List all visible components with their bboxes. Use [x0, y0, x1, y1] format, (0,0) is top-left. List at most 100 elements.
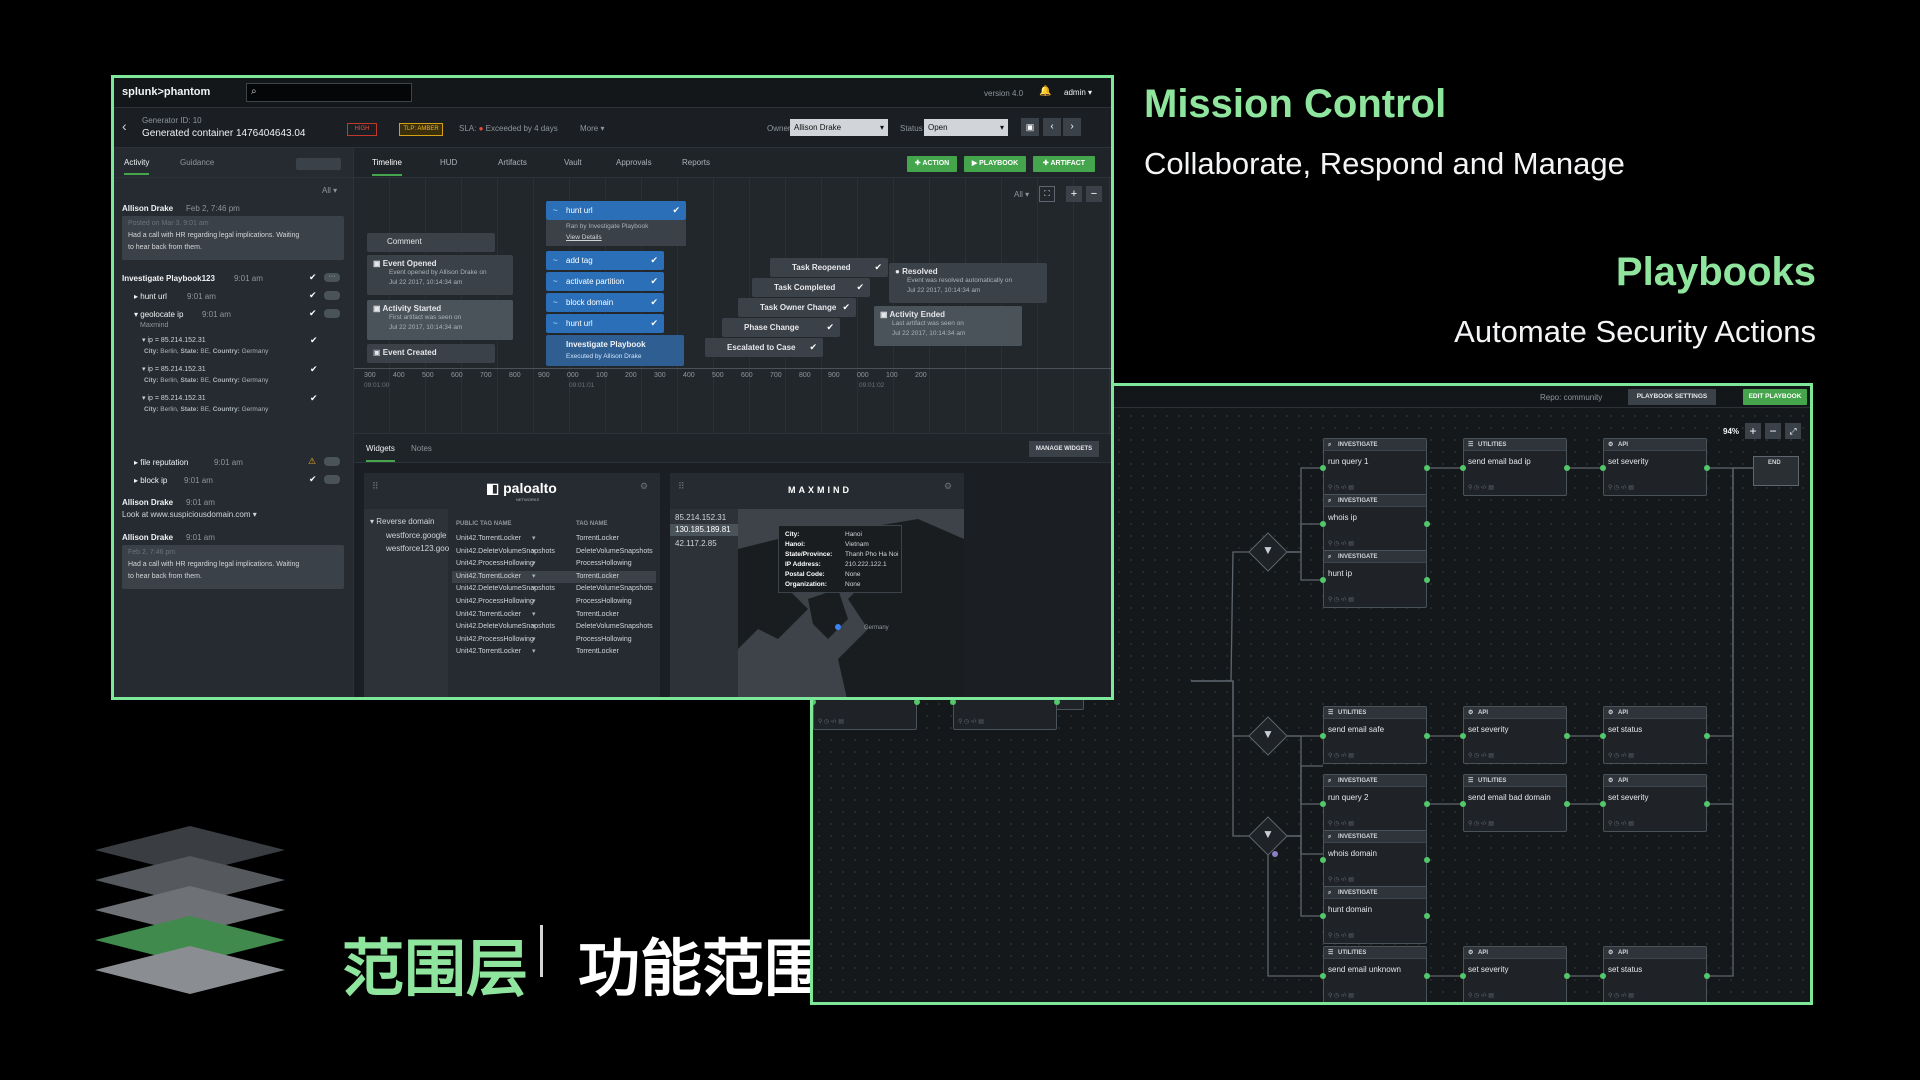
- tab-timeline[interactable]: Timeline: [372, 158, 402, 176]
- table-row[interactable]: Unit42.ProcessHollowing▾ProcessHollowing: [456, 598, 632, 605]
- add-artifact-button[interactable]: ✚ ARTIFACT: [1033, 156, 1095, 172]
- view-toggle[interactable]: [296, 158, 341, 170]
- more-icon[interactable]: [324, 291, 340, 300]
- table-row[interactable]: Unit42.TorrentLocker▾TorrentLocker: [456, 535, 619, 542]
- node-input-port[interactable]: [1320, 973, 1326, 979]
- node-output-port[interactable]: [1704, 733, 1710, 739]
- tab-reports[interactable]: Reports: [682, 158, 711, 167]
- timeline-investigate-playbook[interactable]: Investigate Playbook Executed by Allison…: [546, 335, 684, 366]
- node-output-port[interactable]: [1424, 733, 1430, 739]
- timeline-add-tag[interactable]: add tag✔: [546, 251, 664, 270]
- fullscreen-icon[interactable]: ⤢: [1785, 423, 1801, 439]
- tab-activity[interactable]: Activity: [124, 158, 150, 175]
- status-select[interactable]: Open▾: [924, 119, 1008, 136]
- node-toolbar-icons[interactable]: ⚲ ◷ ‹/› ▤: [958, 719, 984, 725]
- zoom-out-button[interactable]: −: [1765, 423, 1781, 439]
- tab-artifacts[interactable]: Artifacts: [498, 158, 527, 167]
- timeline-activity-ended[interactable]: ▣ Activity Ended Last artifact was seen …: [874, 306, 1022, 346]
- more-icon[interactable]: [324, 457, 340, 466]
- gear-icon[interactable]: ⚙: [640, 481, 649, 491]
- timeline-task-owner-change[interactable]: Task Owner Change✔: [738, 298, 856, 317]
- table-row[interactable]: Unit42.DeleteVolumeSnapshots▾DeleteVolum…: [456, 547, 653, 555]
- back-arrow-icon[interactable]: ‹: [122, 118, 127, 134]
- node-input-port[interactable]: [1600, 465, 1606, 471]
- node-output-port[interactable]: [1564, 973, 1570, 979]
- more-menu[interactable]: More ▾: [580, 124, 605, 133]
- node-input-port[interactable]: [1460, 733, 1466, 739]
- action-hunt-url[interactable]: ▸ hunt url: [134, 292, 167, 301]
- node-output-port[interactable]: [914, 699, 920, 705]
- node-toolbar-icons[interactable]: ⚲ ◷ ‹/› ▤: [1328, 933, 1354, 939]
- owner-select[interactable]: Allison Drake▾: [790, 119, 888, 136]
- node-toolbar-icons[interactable]: ⚲ ◷ ‹/› ▤: [1328, 485, 1354, 491]
- node-input-port[interactable]: [813, 699, 816, 705]
- view-details-link[interactable]: View Details: [566, 234, 602, 241]
- node-toolbar-icons[interactable]: ⚲ ◷ ‹/› ▤: [1608, 993, 1634, 999]
- node-input-port[interactable]: [1320, 577, 1326, 583]
- manage-widgets-button[interactable]: MANAGE WIDGETS: [1029, 441, 1099, 457]
- timeline-activate-partition[interactable]: activate partition✔: [546, 272, 664, 291]
- end-node[interactable]: END: [1753, 456, 1799, 486]
- tab-notes[interactable]: Notes: [411, 444, 432, 453]
- timeline-hunt-url-2[interactable]: hunt url✔: [546, 314, 664, 333]
- node-input-port[interactable]: [1320, 465, 1326, 471]
- drag-handle-icon[interactable]: ⠿: [678, 481, 685, 491]
- table-row[interactable]: Unit42.TorrentLocker▾TorrentLocker: [456, 610, 619, 618]
- tab-approvals[interactable]: Approvals: [616, 158, 652, 167]
- table-row[interactable]: Unit42.TorrentLocker▾TorrentLocker: [452, 570, 656, 583]
- table-row[interactable]: Unit42.ProcessHollowing▾ProcessHollowing: [456, 635, 632, 643]
- bell-icon[interactable]: 🔔: [1039, 86, 1052, 97]
- add-action-button[interactable]: ✚ ACTION: [907, 156, 957, 172]
- prev-arrow-icon[interactable]: ‹: [1043, 118, 1061, 136]
- node-output-port[interactable]: [1704, 801, 1710, 807]
- more-icon[interactable]: ···: [324, 273, 340, 282]
- node-input-port[interactable]: [1600, 733, 1606, 739]
- next-arrow-icon[interactable]: ›: [1063, 118, 1081, 136]
- node-input-port[interactable]: [1320, 857, 1326, 863]
- node-input-port[interactable]: [1320, 913, 1326, 919]
- node-input-port[interactable]: [1320, 733, 1326, 739]
- node-toolbar-icons[interactable]: ⚲ ◷ ‹/› ▤: [1328, 541, 1354, 547]
- fit-icon[interactable]: ⛶: [1039, 186, 1055, 202]
- node-input-port[interactable]: [1600, 801, 1606, 807]
- node-toolbar-icons[interactable]: ⚲ ◷ ‹/› ▤: [1608, 821, 1634, 827]
- tab-vault[interactable]: Vault: [564, 158, 582, 167]
- timeline-activity-started[interactable]: ▣ Activity Started First artifact was se…: [367, 300, 513, 340]
- node-input-port[interactable]: [1460, 465, 1466, 471]
- node-output-port[interactable]: [1564, 733, 1570, 739]
- action-file-reputation[interactable]: ▸ file reputation: [134, 458, 189, 467]
- activity-filter[interactable]: All ▾: [322, 186, 338, 195]
- tab-guidance[interactable]: Guidance: [180, 158, 215, 167]
- node-toolbar-icons[interactable]: ⚲ ◷ ‹/› ▤: [1328, 597, 1354, 603]
- timeline-comment[interactable]: Comment: [367, 233, 495, 252]
- node-input-port[interactable]: [1460, 801, 1466, 807]
- zoom-in-button[interactable]: +: [1066, 186, 1082, 202]
- node-output-port[interactable]: [1424, 801, 1430, 807]
- table-row[interactable]: Unit42.DeleteVolumeSnapshots▾DeleteVolum…: [456, 623, 653, 631]
- tab-hud[interactable]: HUD: [440, 158, 458, 167]
- timeline-task-completed[interactable]: Task Completed✔: [752, 278, 870, 297]
- node-toolbar-icons[interactable]: ⚲ ◷ ‹/› ▤: [1328, 821, 1354, 827]
- node-output-port[interactable]: [1424, 857, 1430, 863]
- action-geolocate-ip[interactable]: ▾ geolocate ip: [134, 310, 184, 319]
- node-input-port[interactable]: [1320, 801, 1326, 807]
- node-output-port[interactable]: [1564, 465, 1570, 471]
- playbook-settings-button[interactable]: PLAYBOOK SETTINGS: [1628, 389, 1716, 405]
- timeline-block-domain[interactable]: block domain✔: [546, 293, 664, 312]
- node-output-port[interactable]: [1704, 973, 1710, 979]
- briefcase-icon[interactable]: ▣: [1021, 118, 1039, 136]
- timeline-event-created[interactable]: ▣ Event Created: [367, 344, 495, 363]
- timeline-filter[interactable]: All ▾: [1014, 190, 1030, 199]
- node-toolbar-icons[interactable]: ⚲ ◷ ‹/› ▤: [1608, 485, 1634, 491]
